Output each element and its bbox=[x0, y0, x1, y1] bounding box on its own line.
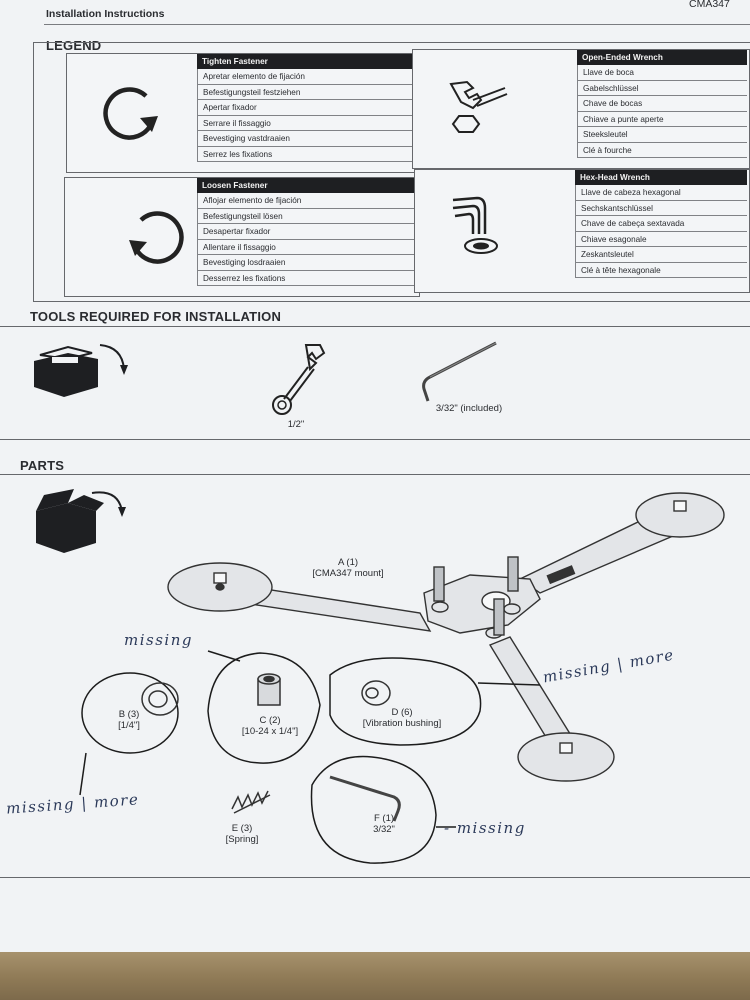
tighten-heading: Tighten Fastener bbox=[197, 54, 417, 69]
open-wrench-row: Chave de bocas bbox=[577, 96, 747, 112]
wood-surface bbox=[0, 952, 750, 1000]
open-wrench-row: Chiave a punte aperte bbox=[577, 111, 747, 127]
part-e-qty: E (3) bbox=[231, 823, 253, 834]
parts-panel: A (1) [CMA347 mount] B (3) [1/4"] C (2) … bbox=[0, 474, 750, 878]
open-wrench-icon bbox=[449, 80, 508, 133]
hex-wrench-row: Zeskantsleutel bbox=[575, 247, 747, 263]
legend-loosen: Loosen Fastener Aflojar elemento de fija… bbox=[64, 177, 420, 297]
toolbox-icon bbox=[34, 344, 128, 397]
combination-wrench-icon bbox=[272, 344, 326, 415]
part-c-label: C (2) [10-24 x 1/4"] bbox=[222, 715, 318, 737]
part-b-desc: [1/4"] bbox=[118, 720, 140, 731]
hex-wrench-row: Sechskantschlüssel bbox=[575, 200, 747, 216]
counterclockwise-arrow-icon bbox=[129, 211, 184, 264]
loosen-row: Bevestiging losdraaien bbox=[197, 255, 417, 271]
hex-wrench-row: Chave de cabeça sextavada bbox=[575, 216, 747, 232]
part-b-washer bbox=[141, 682, 179, 716]
hex-wrench-row: Llave de cabeza hexagonal bbox=[575, 185, 747, 201]
legend-open-wrench: Open-Ended Wrench Llave de boca Gabelsch… bbox=[412, 49, 750, 169]
legend-panel: Tighten Fastener Apretar elemento de fij… bbox=[33, 42, 750, 302]
clockwise-arrow-icon bbox=[103, 87, 158, 140]
part-a-qty: A (1) bbox=[337, 557, 359, 568]
handwritten-note-c: missing bbox=[124, 631, 193, 649]
part-e-desc: [Spring] bbox=[225, 834, 259, 845]
open-wrench-row: Clé à fourche bbox=[577, 142, 747, 158]
loosen-row: Desserrez les fixations bbox=[197, 270, 417, 286]
tools-title: TOOLS REQUIRED FOR INSTALLATION bbox=[30, 309, 282, 324]
part-b-qty: B (3) bbox=[118, 709, 140, 720]
parts-box-icon bbox=[36, 489, 126, 553]
parts-title: PARTS bbox=[20, 458, 65, 473]
part-f-qty: F (1) bbox=[373, 813, 395, 824]
loosen-row: Allentare il fissaggio bbox=[197, 239, 417, 255]
hex-wrench-icon bbox=[452, 196, 498, 254]
part-d-label: D (6) [Vibration bushing] bbox=[344, 707, 460, 729]
open-wrench-heading: Open-Ended Wrench bbox=[577, 50, 747, 65]
tighten-row: Befestigungsteil festziehen bbox=[197, 84, 417, 100]
part-a-label: A (1) [CMA347 mount] bbox=[300, 557, 396, 579]
tighten-row: Apretar elemento de fijación bbox=[197, 69, 417, 85]
hex-key-icon bbox=[422, 341, 497, 402]
loosen-row: Desapertar fixador bbox=[197, 224, 417, 240]
loosen-row: Befestigungsteil lösen bbox=[197, 208, 417, 224]
hex-wrench-table: Hex-Head Wrench Llave de cabeza hexagona… bbox=[575, 170, 747, 278]
open-wrench-row: Llave de boca bbox=[577, 65, 747, 81]
open-wrench-table: Open-Ended Wrench Llave de boca Gabelsch… bbox=[577, 50, 747, 158]
loosen-row: Aflojar elemento de fijación bbox=[197, 193, 417, 209]
tighten-table: Tighten Fastener Apretar elemento de fij… bbox=[197, 54, 417, 162]
legend-tighten: Tighten Fastener Apretar elemento de fij… bbox=[66, 53, 420, 173]
part-f-hex-key bbox=[329, 775, 401, 822]
legend-hex-wrench: Hex-Head Wrench Llave de cabeza hexagona… bbox=[414, 169, 750, 293]
handwritten-note-f: - missing bbox=[444, 819, 526, 837]
hex-key-size-label: 3/32" (included) bbox=[435, 403, 503, 414]
legend-title: LEGEND bbox=[46, 38, 102, 53]
mount-bracket bbox=[167, 492, 725, 782]
tighten-row: Apertar fixador bbox=[197, 100, 417, 116]
tighten-row: Serrare il fissaggio bbox=[197, 115, 417, 131]
loosen-heading: Loosen Fastener bbox=[197, 178, 417, 193]
part-a-desc: [CMA347 mount] bbox=[312, 568, 384, 579]
tighten-row: Serrez les fixations bbox=[197, 146, 417, 162]
part-d-qty: D (6) bbox=[391, 707, 413, 718]
hex-wrench-row: Clé à tête hexagonale bbox=[575, 262, 747, 278]
instruction-sheet: Installation Instructions CMA347 LEGEND … bbox=[0, 0, 750, 878]
tighten-row: Bevestiging vastdraaien bbox=[197, 131, 417, 147]
part-b-label: B (3) [1/4"] bbox=[94, 709, 164, 731]
header-divider bbox=[44, 24, 750, 25]
open-wrench-row: Gabelschlüssel bbox=[577, 80, 747, 96]
part-c-standoff bbox=[257, 673, 281, 706]
model-number: CMA347 bbox=[689, 0, 730, 10]
open-wrench-row: Steeksleutel bbox=[577, 127, 747, 143]
part-e-label: E (3) [Spring] bbox=[210, 823, 274, 845]
part-d-bushing bbox=[361, 680, 391, 706]
tools-panel: 1/2" 3/32" (included) bbox=[0, 326, 750, 440]
hex-wrench-heading: Hex-Head Wrench bbox=[575, 170, 747, 185]
part-c-qty: C (2) bbox=[259, 715, 281, 726]
part-f-desc: 3/32" bbox=[373, 824, 395, 835]
part-d-desc: [Vibration bushing] bbox=[362, 718, 442, 729]
part-f-label: F (1) 3/32" bbox=[356, 813, 412, 835]
part-c-desc: [10-24 x 1/4"] bbox=[241, 726, 299, 737]
sketch-outlines bbox=[79, 650, 541, 864]
wrench-size-label: 1/2" bbox=[287, 419, 305, 430]
parts-diagram bbox=[79, 492, 725, 864]
document-title: Installation Instructions bbox=[46, 8, 165, 20]
part-e-spring bbox=[231, 790, 271, 814]
loosen-table: Loosen Fastener Aflojar elemento de fija… bbox=[197, 178, 417, 286]
hex-wrench-row: Chiave esagonale bbox=[575, 231, 747, 247]
